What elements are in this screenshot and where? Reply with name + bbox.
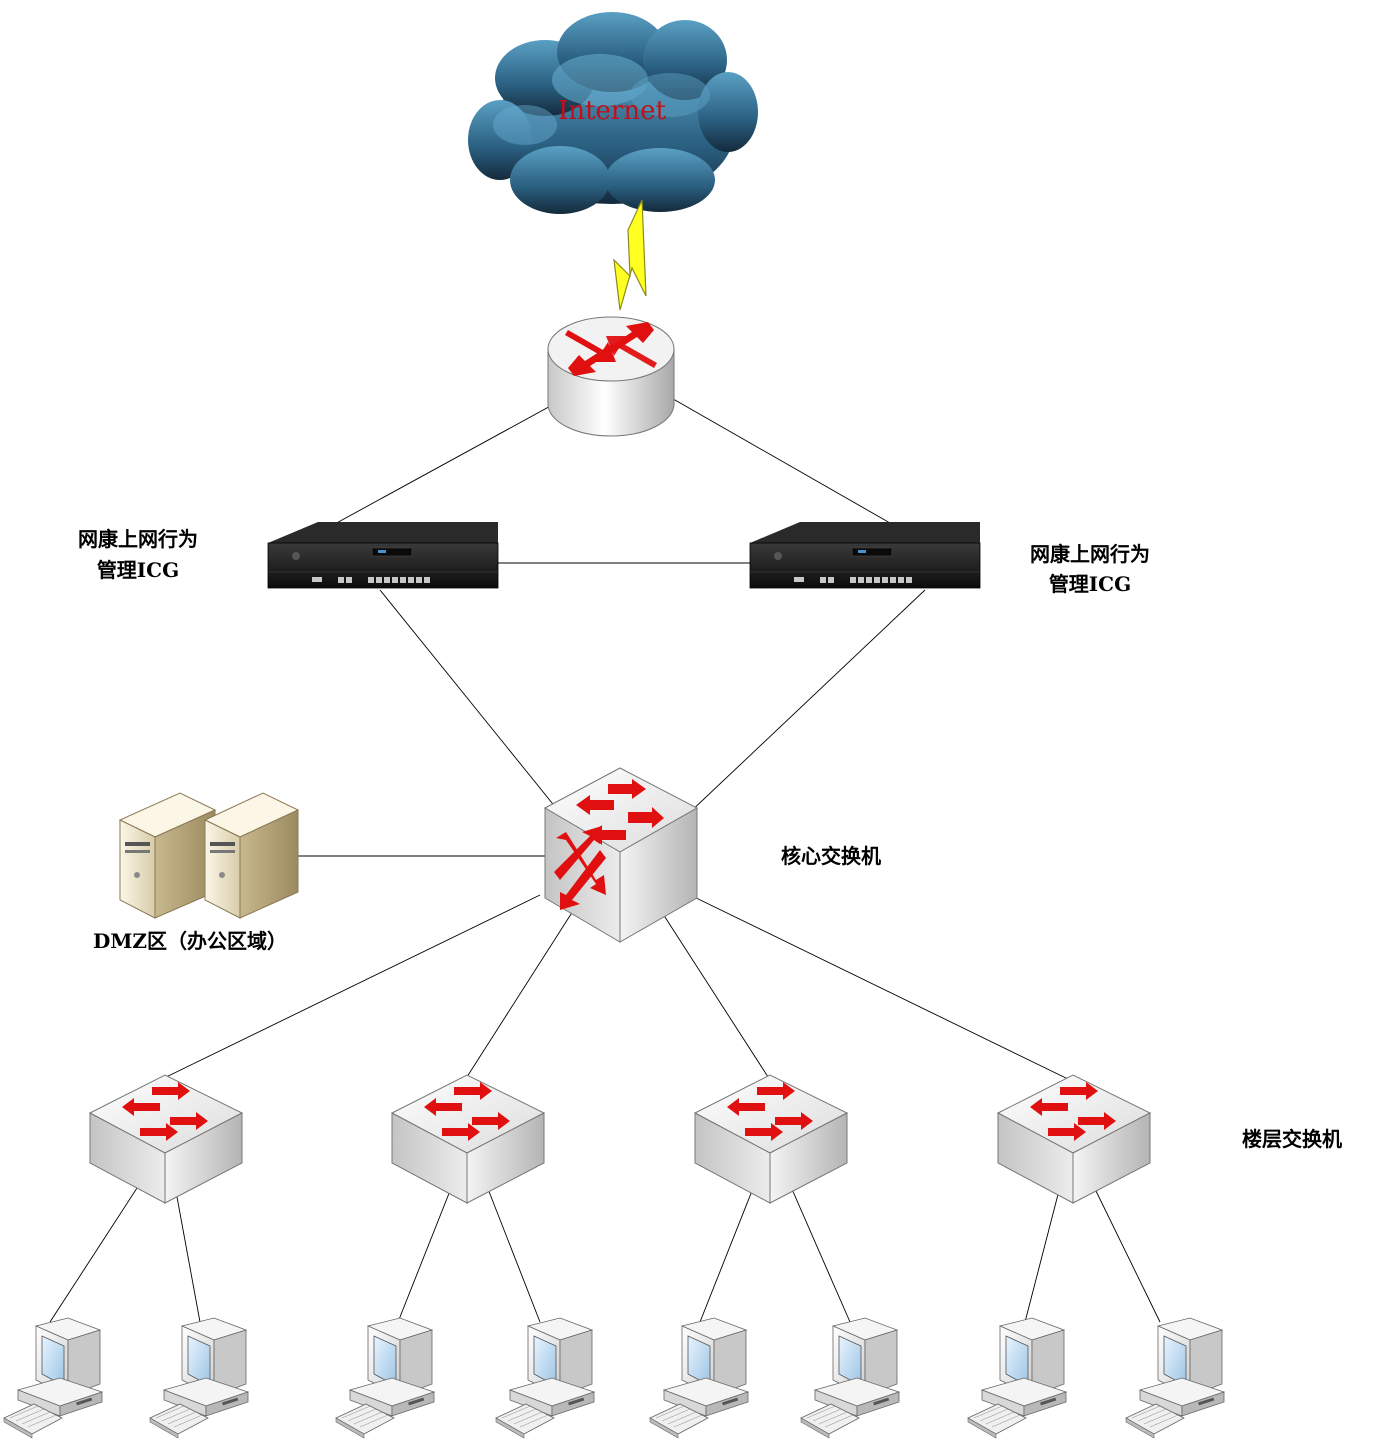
- switch-icon: [693, 1074, 849, 1204]
- floor-switch-2: [390, 1074, 546, 1204]
- pc-icon: [335, 1317, 436, 1439]
- icg-left-label-line2: 管理ICG: [97, 558, 179, 582]
- server-icon: [118, 792, 217, 919]
- core-switch: 核心交换机: [543, 767, 881, 943]
- pc-icon: [1125, 1317, 1226, 1439]
- cloud-icon: [468, 12, 758, 214]
- switch-icon: [996, 1074, 1152, 1204]
- cloud-label: Internet: [558, 96, 666, 126]
- link-icg-right-core: [649, 589, 926, 851]
- link-router-icg-right: [639, 379, 926, 544]
- icg-left-label-line1: 网康上网行为: [78, 527, 198, 551]
- core-switch-icon: [543, 767, 699, 943]
- core-switch-label: 核心交换机: [781, 844, 881, 868]
- floor-switches: 楼层交换机: [88, 1074, 1342, 1204]
- router-icon: [547, 316, 675, 437]
- pc-icon: [149, 1317, 250, 1439]
- dmz-servers: DMZ区（办公区域）: [93, 792, 300, 953]
- link-core-floor-4: [689, 894, 1071, 1081]
- switch-icon: [88, 1074, 244, 1204]
- pc-icon: [649, 1317, 750, 1439]
- icg-right-label-line1: 网康上网行为: [1030, 542, 1150, 566]
- floor-switch-1: [88, 1074, 244, 1204]
- pc-group: [3, 1317, 1226, 1439]
- icg-appliance-left: 网康上网行为 管理ICG: [78, 522, 499, 589]
- floor-switch-3: [693, 1074, 849, 1204]
- floor-switch-label: 楼层交换机: [1242, 1127, 1342, 1151]
- pc-icon: [495, 1317, 596, 1439]
- floor-switch-4: [996, 1074, 1152, 1204]
- pc-icon: [967, 1317, 1068, 1439]
- lightning-icon: [613, 199, 647, 311]
- icg-appliance-right: 网康上网行为 管理ICG: [749, 522, 1150, 596]
- appliance-icon: [749, 522, 981, 589]
- switch-icon: [390, 1074, 546, 1204]
- appliance-icon: [267, 522, 499, 589]
- icg-right-label-line2: 管理ICG: [1049, 572, 1131, 596]
- dmz-label: DMZ区（办公区域）: [93, 929, 287, 953]
- pc-icon: [3, 1317, 104, 1439]
- pc-icon: [800, 1317, 901, 1439]
- link-core-floor-2: [464, 899, 581, 1081]
- server-icon: [203, 792, 300, 919]
- link-core-floor-1: [159, 894, 541, 1081]
- internet-cloud: Internet: [468, 12, 758, 214]
- router: [547, 316, 675, 437]
